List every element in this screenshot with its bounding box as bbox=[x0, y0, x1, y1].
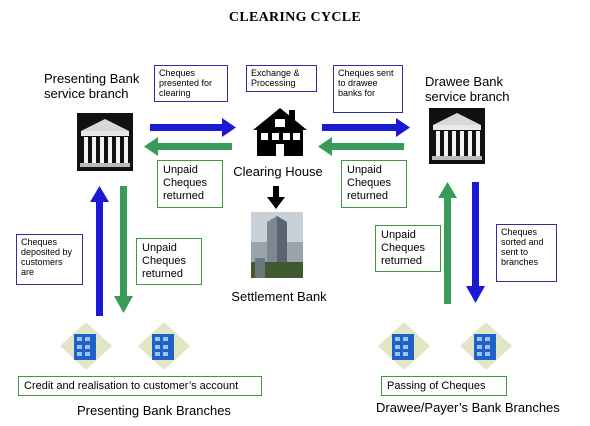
drawee-branches-label: Drawee/Payer’s Bank Branches bbox=[376, 400, 560, 415]
arrow-drawee-to-clearing bbox=[318, 137, 404, 156]
arrow-presenting-to-branches bbox=[114, 186, 133, 313]
settlement-bank-label: Settlement Bank bbox=[231, 289, 327, 304]
branch-buildings-icon bbox=[378, 322, 512, 370]
note-cheques-sorted: Cheques sorted and sent to branches bbox=[496, 224, 557, 282]
arrow-branches-to-presenting bbox=[90, 186, 109, 316]
presenting-branch-label: Presenting Bank service branch bbox=[44, 71, 140, 101]
note-cheques-deposited: Cheques deposited by customers are bbox=[16, 234, 83, 285]
note-unpaid-right-side: Unpaid Cheques returned bbox=[375, 225, 441, 272]
note-credit-realisation: Credit and realisation to customer’s acc… bbox=[18, 376, 262, 396]
drawee-branch-label: Drawee Bank service branch bbox=[425, 74, 510, 104]
note-unpaid-left-side: Unpaid Cheques returned bbox=[136, 238, 202, 285]
note-exchange-processing: Exchange & Processing bbox=[246, 65, 317, 92]
note-cheques-sent-drawee: Cheques sent to drawee banks for bbox=[333, 65, 403, 113]
diagram-title: CLEARING CYCLE bbox=[228, 10, 362, 25]
note-unpaid-left-top: Unpaid Cheques returned bbox=[157, 160, 223, 208]
bank-building-icon bbox=[429, 108, 485, 164]
note-passing-cheques: Passing of Cheques bbox=[381, 376, 507, 396]
clearing-house-label: Clearing House bbox=[233, 164, 323, 179]
presenting-branches-label: Presenting Bank Branches bbox=[77, 403, 231, 418]
branch-buildings-icon bbox=[60, 322, 190, 370]
clearing-house-icon bbox=[253, 108, 307, 156]
skyscraper-icon bbox=[251, 212, 303, 278]
note-unpaid-right-top: Unpaid Cheques returned bbox=[341, 160, 407, 208]
note-cheques-presented: Cheques presented for clearing bbox=[154, 65, 228, 102]
arrow-clearing-to-drawee bbox=[322, 118, 410, 137]
arrow-drawee-to-branches bbox=[466, 182, 485, 303]
arrow-clearing-to-present bbox=[144, 137, 232, 156]
arrow-present-to-clearing bbox=[150, 118, 236, 137]
arrow-clearing-to-settlement bbox=[267, 186, 285, 209]
bank-building-icon bbox=[77, 113, 133, 171]
arrow-branches-to-drawee bbox=[438, 182, 457, 304]
